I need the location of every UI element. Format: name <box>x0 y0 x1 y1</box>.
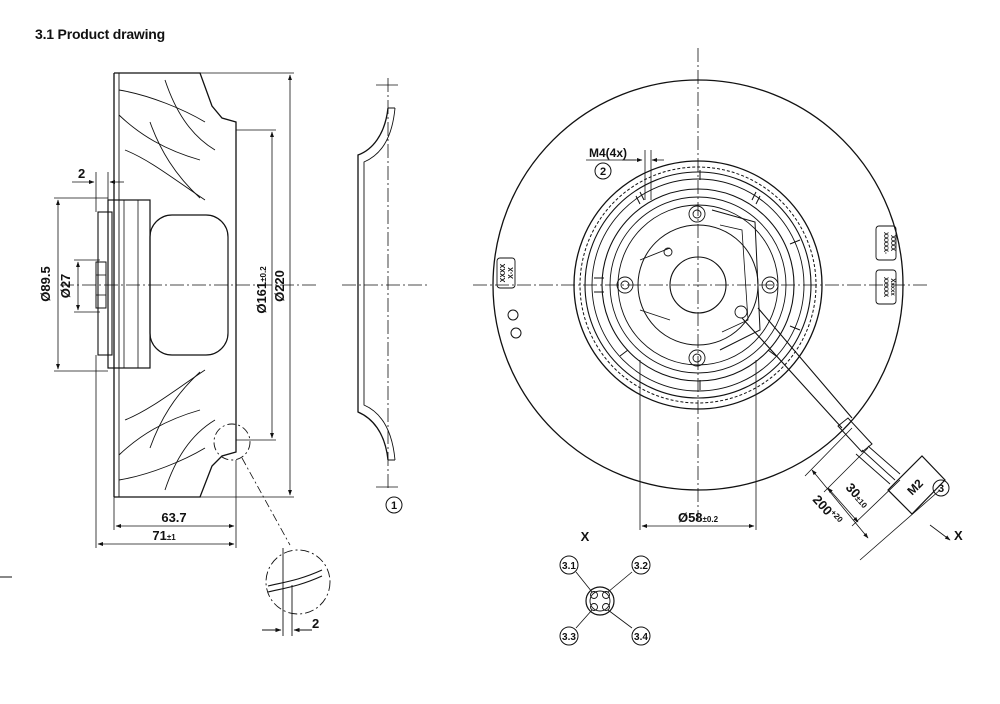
view-x-arrow-label: X <box>954 528 963 543</box>
front-view <box>473 48 946 520</box>
connector-body <box>887 455 946 515</box>
dim-diameter-58: Ø58±0.2 <box>678 510 719 525</box>
side-view <box>60 72 318 546</box>
dim-diameter-89-5: Ø89.5 <box>38 266 53 301</box>
section-heading: 3.1 Product drawing <box>35 26 165 42</box>
dim-cable-30: 30±10 <box>843 480 873 511</box>
outer-disc <box>492 79 904 491</box>
callout-1: 1 <box>391 500 397 512</box>
dim-detail-2: 2 <box>312 616 319 631</box>
dim-diameter-27: Ø27 <box>58 274 73 299</box>
connector-label: M2 <box>904 476 926 498</box>
pin-3-2: 3.2 <box>634 561 648 572</box>
marking-xx: X-X <box>508 267 515 279</box>
callout-circle-1 <box>385 496 403 514</box>
marking-right-1: XXXXX- <box>882 232 888 254</box>
marking-right-4: Xxxxx <box>889 278 895 296</box>
front-dimensions <box>586 150 951 561</box>
side-dimensions <box>54 72 294 548</box>
marking-right-2: XXXX <box>889 235 895 251</box>
dim-length-63-7: 63.7 <box>161 510 186 525</box>
view-x-title: X <box>581 529 590 544</box>
inlet-ring-profile <box>342 78 428 514</box>
dim-length-71: 71±1 <box>152 528 176 543</box>
dim-cable-200: 200+20 <box>810 492 845 529</box>
view-x-labels: X 3.1 3.2 3.3 3.4 <box>562 529 648 643</box>
detail-view <box>0 548 331 636</box>
pin-3-1: 3.1 <box>562 561 576 572</box>
dim-diameter-161: Ø161±0.2 <box>254 266 269 314</box>
dim-gap-2-top: 2 <box>78 166 85 181</box>
detail-circle-small <box>213 423 251 461</box>
callout-2: 2 <box>600 166 606 178</box>
view-x-pinout <box>559 555 651 646</box>
dim-diameter-220: Ø220 <box>272 270 287 302</box>
rotor <box>149 214 229 356</box>
marking-right-3: XXXXX <box>882 277 888 297</box>
callout-3: 3 <box>938 483 944 495</box>
thread-label-m4: M4(4x) <box>589 146 627 160</box>
pin-3-4: 3.4 <box>634 632 648 643</box>
pin-3-3: 3.3 <box>562 632 576 643</box>
side-dimension-text: Ø89.5 Ø27 2 Ø161±0.2 Ø220 63.7 71±1 <box>38 166 287 543</box>
impeller-outline <box>114 72 237 498</box>
marking-xxxx: XXXX <box>500 263 507 282</box>
